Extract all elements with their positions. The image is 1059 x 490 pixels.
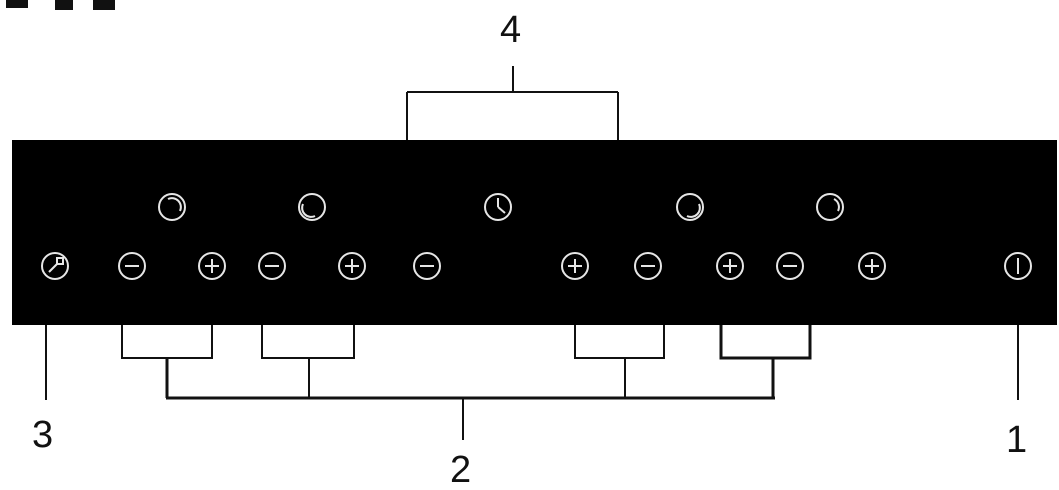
zone-rear-left-icon	[158, 193, 186, 221]
callout-1-label: 1	[1006, 419, 1027, 461]
zone-1-minus-button[interactable]	[118, 252, 146, 280]
child-lock-key-icon[interactable]	[41, 252, 69, 280]
callout-2-bracket	[121, 325, 812, 440]
timer-plus-button[interactable]	[561, 252, 589, 280]
callout-2-label: 2	[450, 449, 471, 490]
power-on-off-icon[interactable]	[1004, 252, 1032, 280]
zone-4-minus-button[interactable]	[776, 252, 804, 280]
zone-rear-right-icon	[816, 193, 844, 221]
zone-front-right-icon	[676, 193, 704, 221]
zone-3-plus-button[interactable]	[716, 252, 744, 280]
zone-4-plus-button[interactable]	[858, 252, 886, 280]
timer-clock-icon	[484, 193, 512, 221]
cropped-heading-fragment	[6, 0, 115, 10]
zone-1-plus-button[interactable]	[198, 252, 226, 280]
zone-2-minus-button[interactable]	[258, 252, 286, 280]
control-panel	[12, 140, 1057, 325]
zone-2-plus-button[interactable]	[338, 252, 366, 280]
zone-3-minus-button[interactable]	[634, 252, 662, 280]
callout-4-label: 4	[500, 9, 521, 51]
zone-front-left-icon	[298, 193, 326, 221]
callout-4-bracket	[406, 66, 619, 140]
timer-minus-button[interactable]	[413, 252, 441, 280]
callout-3-label: 3	[32, 414, 53, 456]
